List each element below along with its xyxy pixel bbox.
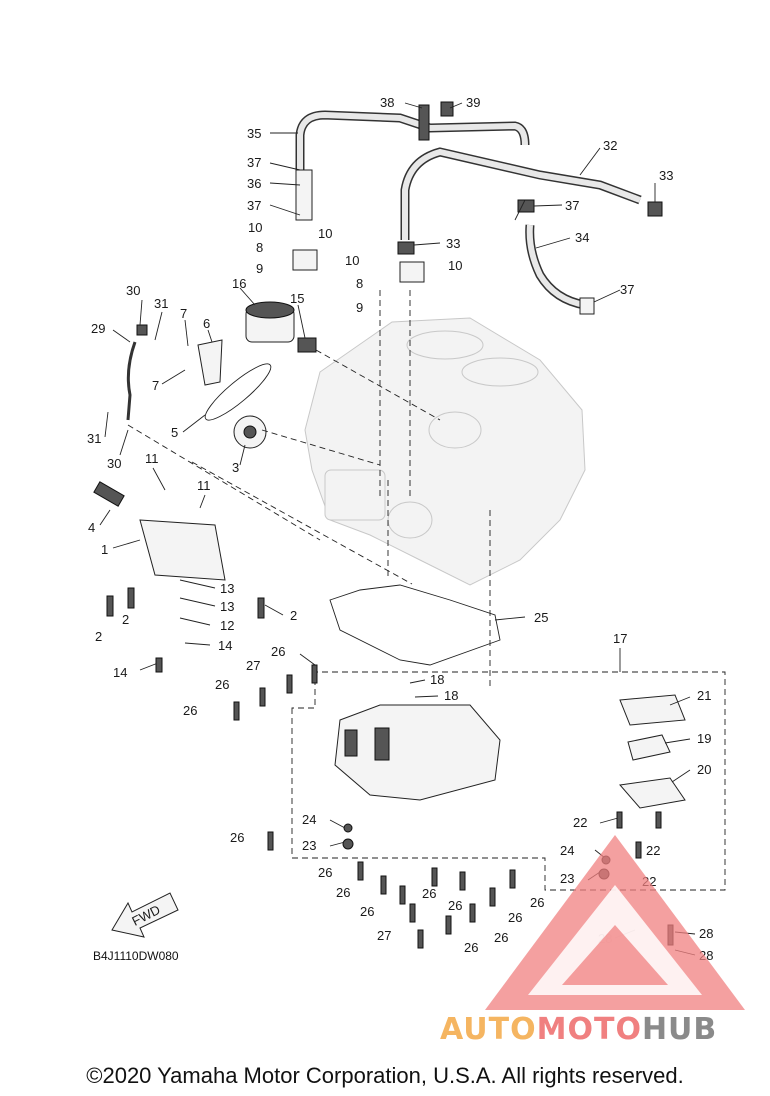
oil-system: [93, 301, 317, 581]
callout: 26: [230, 830, 244, 845]
assembly-box: [291, 671, 726, 891]
callout: 3: [232, 460, 239, 475]
callout: 7: [180, 306, 187, 321]
callout: 23: [302, 838, 316, 853]
callout: 16: [232, 276, 246, 291]
callout: 37: [247, 155, 261, 170]
callout: 9: [256, 261, 263, 276]
watermark-moto: MOTO: [536, 1012, 642, 1047]
callout: 10: [318, 226, 332, 241]
callout: 36: [247, 176, 261, 191]
callout: 26: [448, 898, 462, 913]
callout: 26: [360, 904, 374, 919]
callout: 17: [613, 631, 627, 646]
callout: 30: [107, 456, 121, 471]
callout: 4: [88, 520, 95, 535]
callout: 38: [380, 95, 394, 110]
callout: 9: [356, 300, 363, 315]
callout: 11: [197, 478, 211, 493]
callout: 37: [565, 198, 579, 213]
callout: 26: [530, 895, 544, 910]
callout: 26: [183, 703, 197, 718]
leader-lines: [99, 102, 696, 956]
callout: 5: [171, 425, 178, 440]
callout: 10: [345, 253, 359, 268]
callout: 15: [290, 291, 304, 306]
callout: 27: [377, 928, 391, 943]
callout: 26: [336, 885, 350, 900]
callout: 2: [95, 629, 102, 644]
callout: 22: [573, 815, 587, 830]
callout: 31: [87, 431, 101, 446]
callout: 34: [575, 230, 589, 245]
callout: 26: [464, 940, 478, 955]
callout: 20: [697, 762, 711, 777]
callout: 35: [247, 126, 261, 141]
callout: 8: [356, 276, 363, 291]
callout: 10: [248, 220, 262, 235]
callout: 18: [444, 688, 458, 703]
diagram-code: B4J1110DW080: [93, 949, 179, 963]
watermark-hub: HUB: [641, 1012, 718, 1047]
callout: 31: [154, 296, 168, 311]
callout: 18: [430, 672, 444, 687]
callout: 10: [448, 258, 462, 273]
callout: 33: [446, 236, 460, 251]
callout: 19: [697, 731, 711, 746]
callout: 25: [534, 610, 548, 625]
callout: 26: [215, 677, 229, 692]
callout: 30: [126, 283, 140, 298]
fwd-arrow: FWD: [111, 892, 179, 938]
callout: 27: [246, 658, 260, 673]
callout-numbers: 38 39 35 32 33 37 36 37 37 34 10 10 8 9 …: [87, 95, 713, 963]
callout: 23: [560, 871, 574, 886]
callout: 2: [122, 612, 129, 627]
callout: 26: [494, 930, 508, 945]
callout: 8: [256, 240, 263, 255]
callout: 24: [560, 843, 574, 858]
watermark-triangle-icon: [485, 835, 745, 1010]
callout: 24: [302, 812, 316, 827]
oil-pan: [334, 694, 686, 809]
callout: 33: [659, 168, 673, 183]
callout: 28: [699, 926, 713, 941]
callout: 2: [290, 608, 297, 623]
callout: 32: [603, 138, 617, 153]
callout: 6: [203, 316, 210, 331]
crankcase-ghost: [304, 317, 586, 586]
callout: 26: [422, 886, 436, 901]
callout: 7: [152, 378, 159, 393]
callout: 37: [620, 282, 634, 297]
watermark-auto: AUTO: [440, 1012, 537, 1047]
callout: 37: [247, 198, 261, 213]
callout: 26: [508, 910, 522, 925]
callout: 14: [113, 665, 127, 680]
callout: 12: [220, 618, 234, 633]
callout: 29: [91, 321, 105, 336]
hoses: [292, 101, 663, 315]
callout: 26: [318, 865, 332, 880]
callout: 14: [218, 638, 232, 653]
gasket: [329, 584, 501, 666]
copyright-notice: ©2020 Yamaha Motor Corporation, U.S.A. A…: [86, 1063, 684, 1088]
callout: 1: [101, 542, 108, 557]
watermark-text: AUTOMOTOHUB: [440, 1012, 717, 1047]
callout: 13: [220, 599, 234, 614]
callout: 39: [466, 95, 480, 110]
callout: 22: [646, 843, 660, 858]
callout: 26: [271, 644, 285, 659]
callout: 21: [697, 688, 711, 703]
callout: 13: [220, 581, 234, 596]
callout: 11: [145, 451, 159, 466]
